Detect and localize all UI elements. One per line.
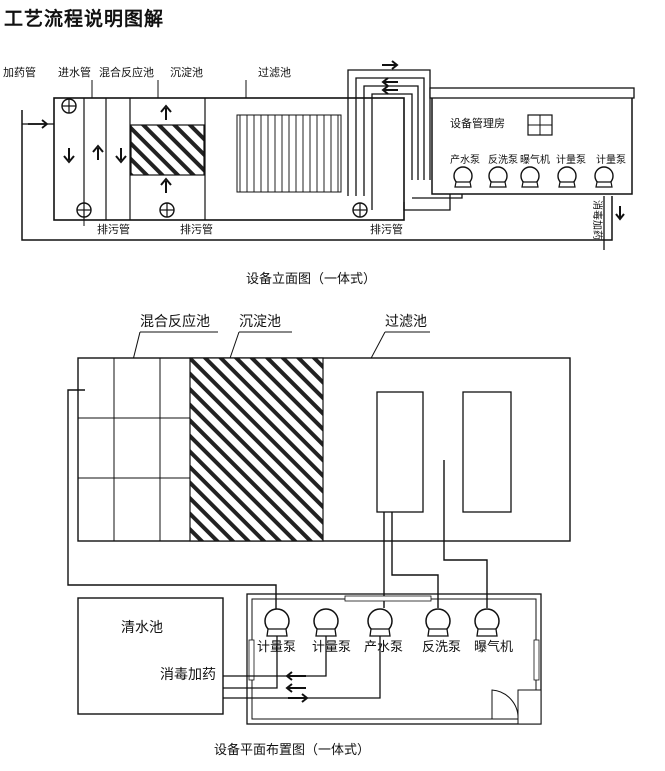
label-inlet-pipe: 进水管 — [58, 65, 91, 79]
elevation-pump-5 — [594, 166, 614, 188]
label-disinfection-vertical: 消毒加药 — [591, 200, 604, 240]
plan-pump-5 — [474, 608, 500, 637]
clear-water-tank — [77, 597, 224, 715]
label-filter-tank: 过滤池 — [258, 66, 291, 79]
elevation-view: 加药管 进水管 混合反应池 沉淀池 过滤池 排污 — [3, 60, 635, 287]
elevation-tank — [53, 97, 405, 221]
plan-pump-label-5: 曝气机 — [474, 639, 513, 655]
drain-valve-1 — [76, 202, 92, 218]
inlet-valve — [61, 98, 77, 114]
plan-pump-1 — [264, 608, 290, 637]
room-door — [491, 689, 519, 720]
plan-label-disinfection-dosing: 消毒加药 — [160, 667, 216, 683]
plan-label-clear-water-tank: 清水池 — [121, 620, 163, 636]
plan-view: 混合反应池 沉淀池 过滤池 — [67, 313, 571, 758]
elevation-pump-2 — [488, 166, 508, 188]
room-window-top — [344, 595, 432, 602]
plan-settling-media — [189, 357, 324, 542]
plan-label-filter-tank: 过滤池 — [385, 314, 427, 330]
elevation-pump-1 — [453, 166, 473, 188]
drain-valve-2 — [159, 202, 175, 218]
drain-valve-3 — [352, 202, 368, 218]
elevation-pump-label-5: 计量泵 — [596, 153, 626, 166]
plan-label-mix-tank: 混合反应池 — [140, 313, 210, 330]
settling-media — [130, 124, 205, 176]
label-drain-pipe-3: 排污管 — [370, 222, 403, 236]
page-title: 工艺流程说明图解 — [4, 8, 165, 30]
elevation-pump-label-1: 产水泵 — [450, 153, 480, 166]
plan-pump-2 — [313, 608, 339, 637]
elevation-pump-label-4: 计量泵 — [556, 153, 586, 166]
label-equipment-room: 设备管理房 — [450, 116, 505, 130]
elevation-pump-label-2: 反洗泵 — [488, 154, 518, 166]
plan-pump-4 — [425, 608, 451, 637]
plan-label-settling-tank: 沉淀池 — [239, 314, 281, 330]
plan-pump-label-2: 计量泵 — [312, 640, 351, 655]
plan-equipment-room — [246, 593, 542, 725]
plan-pump-label-3: 产水泵 — [364, 640, 403, 655]
label-drain-pipe-1: 排污管 — [97, 222, 130, 236]
plan-caption: 设备平面布置图（一体式） — [214, 742, 370, 758]
plan-filter-cell-1 — [376, 391, 424, 513]
elevation-pump-3 — [520, 166, 540, 188]
plan-pump-3 — [367, 608, 393, 637]
label-dosing-pipe: 加药管 — [3, 65, 36, 79]
label-settling-tank: 沉淀池 — [170, 65, 203, 79]
elevation-pump-label-3: 曝气机 — [520, 153, 550, 166]
plan-pump-label-4: 反洗泵 — [422, 640, 461, 655]
elevation-caption: 设备立面图（一体式） — [246, 271, 376, 287]
filter-media — [236, 114, 342, 193]
plan-filter-cell-2 — [462, 391, 512, 513]
elevation-pump-4 — [557, 166, 577, 188]
label-mix-tank: 混合反应池 — [99, 65, 154, 79]
label-drain-pipe-2: 排污管 — [180, 222, 213, 236]
